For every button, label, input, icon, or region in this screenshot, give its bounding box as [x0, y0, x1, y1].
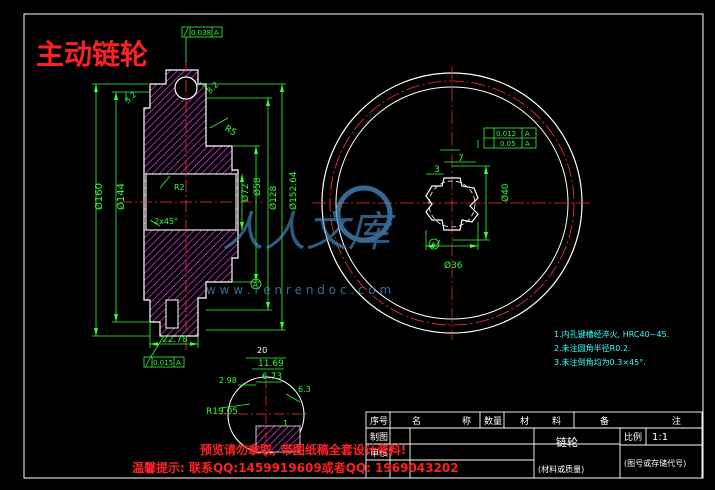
dim-d58: Ø58	[252, 177, 263, 196]
dim-7: 7	[458, 154, 464, 164]
drawing-title: 主动链轮	[36, 38, 148, 71]
svg-text:备: 备	[600, 415, 609, 427]
svg-text:0.012: 0.012	[496, 130, 516, 138]
drawing-frame	[23, 13, 704, 479]
keyway-bottom	[165, 299, 179, 329]
svg-text:比例: 比例	[624, 431, 642, 443]
dim-11-69: 11.69	[258, 359, 284, 369]
note-1: 1.内孔键槽经淬火, HRC40~45.	[554, 329, 669, 339]
svg-text:0.038: 0.038	[191, 29, 211, 37]
warning-line-1: 预览请勿拿取, 带图纸稿全套设计资料!	[200, 442, 406, 457]
svg-text:0.05: 0.05	[500, 140, 516, 148]
spline-bore	[425, 177, 479, 231]
warning-line-2: 温馨提示: 联系QQ:1459919609或者QQ: 1969043202	[132, 460, 459, 475]
dim-20: 20	[257, 346, 267, 355]
dim-6-73: 6.73	[262, 372, 282, 382]
dim-1: 1	[283, 419, 288, 428]
dim-d160: Ø160	[93, 183, 105, 210]
svg-text:A: A	[525, 140, 530, 148]
svg-text:名: 名	[412, 415, 421, 427]
technical-notes: 1.内孔键槽经淬火, HRC40~45. 2.未注圆角半径R0.2. 3.未注倒…	[554, 329, 669, 367]
tooth-profile	[227, 376, 305, 454]
svg-text:A: A	[253, 281, 258, 289]
dim-22-78: 22.78	[162, 335, 188, 345]
title-block-text: 序号 名 称 数量 材 料 备 注 制图 审核 链轮 (材料或质量) 比例 1:…	[370, 415, 686, 474]
svg-text:注: 注	[672, 415, 681, 427]
dim-d128: Ø128	[268, 185, 279, 210]
svg-text:(图号或存储代号): (图号或存储代号)	[624, 458, 686, 468]
svg-text:A: A	[431, 241, 436, 249]
tooth-hatch	[255, 425, 301, 453]
dim-6-3: 6.3	[298, 385, 311, 394]
svg-text:制图: 制图	[370, 431, 388, 443]
svg-text:数量: 数量	[484, 415, 502, 427]
dim-d36: Ø36	[444, 260, 463, 271]
dim-d144: Ø144	[115, 183, 127, 210]
watermark-logo-icon	[335, 185, 393, 243]
title-block	[365, 411, 703, 479]
dim-r2: R2	[174, 183, 185, 192]
dim-2-98: 2.98	[219, 376, 237, 385]
note-3: 3.未注倒角均为0.3×45°.	[554, 357, 646, 367]
svg-text:称: 称	[462, 415, 471, 427]
svg-text:材: 材	[520, 415, 529, 427]
sprocket-section-view: Ø160 Ø144 Ø72 Ø58 Ø128 Ø152.64 R5 R2 2x4…	[92, 26, 299, 368]
svg-text:序号: 序号	[370, 415, 388, 427]
note-2: 2.未注圆角半径R0.2.	[554, 343, 630, 353]
tolerance-frame-hub: 0.012 A 0.05 A	[483, 127, 537, 149]
dim-d40: Ø40	[500, 183, 511, 202]
sprocket-front-view: Ø40 Ø36 7 3 0.012 A 0.05 A A	[312, 66, 592, 340]
dim-d152-64: Ø152.64	[288, 171, 299, 210]
tooth-detail-view: 20 11.69 6.73 2.98 6.3 R19.05 1	[206, 346, 311, 458]
datum-a-hub: A	[428, 238, 440, 250]
scale-value: 1:1	[652, 432, 668, 443]
svg-text:审核: 审核	[370, 447, 388, 459]
tolerance-frame-top: 0.038 A	[181, 26, 223, 62]
watermark-url: w w w . r e n r e n d o c . c o m	[206, 283, 391, 297]
watermark-logo-text: 人人文库	[222, 207, 396, 256]
dim-r5: R5	[223, 124, 238, 139]
dim-chamfer: 2x45°	[154, 217, 178, 226]
dim-r19-05: R19.05	[206, 407, 238, 417]
part-name: 链轮	[556, 435, 578, 449]
dim-3-2-right: 3.2	[205, 80, 220, 95]
dim-d72: Ø72	[240, 183, 251, 202]
datum-a: A	[250, 278, 262, 290]
tolerance-frame-bottom: 0.015 A	[143, 356, 185, 368]
svg-text:料: 料	[552, 415, 561, 427]
svg-text:A: A	[214, 29, 219, 37]
svg-text:0.015: 0.015	[153, 359, 173, 367]
svg-text:(材料或质量): (材料或质量)	[538, 464, 584, 474]
dim-3: 3	[434, 165, 440, 175]
svg-text:A: A	[176, 359, 181, 367]
svg-text:A: A	[525, 130, 530, 138]
watermark: 人人文库 w w w . r e n r e n d o c . c o m	[206, 185, 396, 297]
